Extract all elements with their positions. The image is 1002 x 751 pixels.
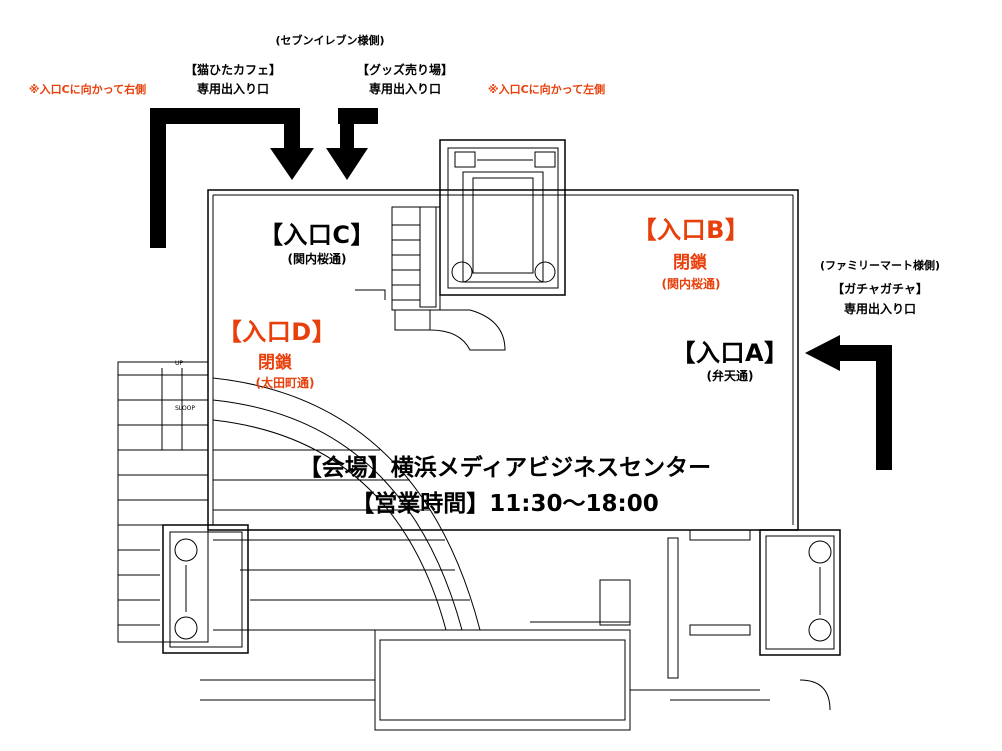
goods-note: ※入口Cに向かって左側 <box>487 83 606 96</box>
entrance-c-label: 【入口C】 <box>258 221 376 249</box>
entrance-b-label: 【入口B】 <box>632 216 750 244</box>
seven-eleven-side-label: (セブンイレブン様側) <box>275 34 385 47</box>
core-bottom-left <box>162 524 249 654</box>
venue-name: 【会場】横浜メディアビジネスセンター <box>298 455 712 481</box>
business-hours: 【営業時間】11:30〜18:00 <box>351 491 659 517</box>
entrance-b-status: 閉鎖 <box>673 253 707 273</box>
curved-seating <box>212 377 481 631</box>
building-outline <box>207 189 799 531</box>
neko-cafe-note: ※入口Cに向かって右側 <box>28 83 147 96</box>
entrance-a-street: (弁天通) <box>706 369 754 383</box>
gacha-entrance: 専用出入り口 <box>843 302 916 316</box>
entrance-c-street: (関内桜通) <box>287 252 347 266</box>
neko-cafe-title: 【猫ひたカフェ】 <box>184 63 281 77</box>
up-mark: UP <box>175 360 183 367</box>
core-bottom-right <box>759 529 841 656</box>
entrance-d-status: 閉鎖 <box>258 353 292 373</box>
entrance-d-label: 【入口D】 <box>217 318 337 346</box>
neko-cafe-entrance: 専用出入り口 <box>196 82 269 96</box>
entrance-d-street: (太田町通) <box>255 376 315 390</box>
arrow-gacha <box>876 345 892 470</box>
goods-entrance: 専用出入り口 <box>368 82 441 96</box>
gacha-title: 【ガチャガチャ】 <box>832 282 928 296</box>
entrance-b-street: (関内桜通) <box>661 277 721 291</box>
entrance-a-label: 【入口A】 <box>671 339 789 367</box>
goods-title: 【グッズ売り場】 <box>356 63 453 77</box>
family-mart-side-label: (ファミリーマート様側) <box>819 259 941 272</box>
arrow-neko-cafe <box>150 108 166 248</box>
slope-mark: SLOOP <box>175 405 195 412</box>
central-core <box>439 139 566 296</box>
